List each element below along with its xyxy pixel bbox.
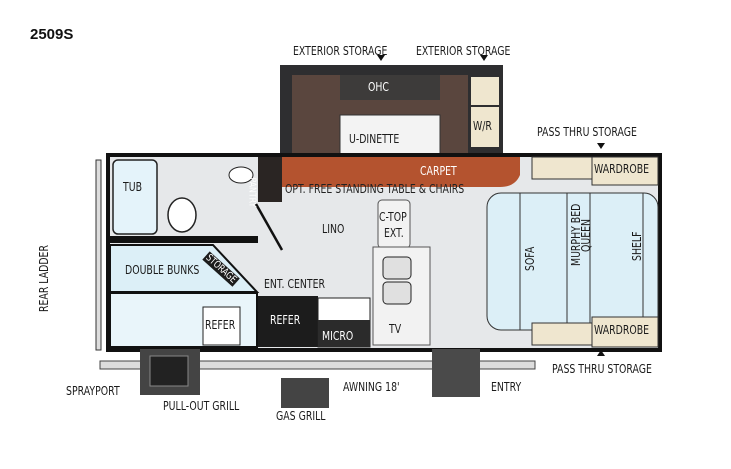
rear-ladder-label: REAR LADDER (37, 245, 51, 312)
gas-grill-shape (281, 378, 329, 408)
pantry-label: PANTRY (246, 177, 258, 208)
pull-out-grill-label: PULL-OUT GRILL (163, 399, 240, 413)
carpet-area (258, 157, 520, 187)
entry-label: ENTRY (491, 380, 522, 394)
ent-center-label: ENT. CENTER (264, 277, 326, 291)
double-bunks-label: DOUBLE BUNKS (125, 263, 200, 277)
ext-label: EXT. (384, 226, 404, 240)
awning-label: AWNING 18' (343, 380, 400, 394)
tv-label: TV (389, 322, 402, 336)
bunk-refer-box (202, 306, 241, 346)
exterior-storage-label: EXTERIOR STORAGE (416, 44, 511, 58)
wardrobe-label: WARDROBE (594, 162, 650, 176)
bumper (99, 360, 536, 370)
arrow-down-icon (480, 55, 488, 61)
tub-label: TUB (123, 180, 143, 194)
entry-steps (432, 349, 480, 397)
micro-lower (318, 320, 370, 347)
exterior-storage-label: EXTERIOR STORAGE (293, 44, 388, 58)
wr-cabinet (471, 107, 499, 147)
shelf-label: SHELF (630, 231, 644, 261)
table-label: OPT. FREE STANDING TABLE & CHAIRS (285, 182, 465, 196)
arrow-up-icon (597, 350, 605, 356)
wr-label: W/R (473, 119, 492, 133)
ctop-label: C-TOP (379, 210, 407, 224)
bath-door (254, 203, 284, 251)
refer-box (258, 296, 318, 347)
kitchen-sink-2 (382, 281, 412, 305)
ctop-ext (377, 199, 411, 249)
model-title: 2509S (30, 26, 74, 43)
sprayport-label: SPRAYPORT (66, 384, 120, 398)
bunk-refer-label: REFER (205, 318, 236, 332)
pass-thru-storage-label: PASS THRU STORAGE (537, 125, 637, 139)
sink (228, 166, 254, 184)
arrow-down-icon (377, 55, 385, 61)
micro-label: MICRO (322, 329, 354, 343)
bath-wall (110, 236, 258, 243)
carpet-label: CARPET (420, 164, 457, 178)
pass-thru-bottom (531, 322, 593, 346)
u-dinette-label: U-DINETTE (349, 132, 400, 146)
rear-ladder (95, 159, 102, 351)
kitchen-sink-1 (382, 256, 412, 280)
tub-shape (112, 159, 158, 235)
ohc-label: OHC (368, 80, 389, 94)
toilet (167, 197, 197, 233)
sofa-label: SOFA (523, 246, 537, 271)
wr-top-cabinet (471, 77, 499, 105)
refer-label: REFER (270, 313, 301, 327)
pantry (258, 157, 282, 202)
murphy-bed-label: MURPHY BED (569, 203, 583, 266)
lino-label: LINO (322, 222, 345, 236)
ohc-cabinet (340, 75, 440, 100)
gas-grill-label: GAS GRILL (276, 409, 326, 423)
wardrobe-bottom-box (591, 316, 659, 348)
wardrobe-top-box (591, 156, 659, 186)
pass-thru-top (531, 156, 593, 180)
wardrobe-label: WARDROBE (594, 323, 650, 337)
pass-thru-storage-label: PASS THRU STORAGE (552, 362, 652, 376)
arrow-down-icon (597, 143, 605, 149)
